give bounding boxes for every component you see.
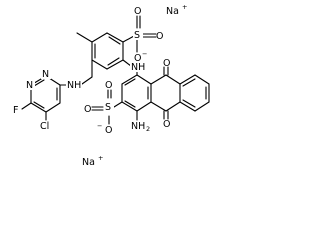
bond-double-inner [33,101,45,109]
bond-double-inner [124,78,136,86]
amino-label: NH [131,121,145,132]
amine-label: NH [67,80,81,91]
oxygen-label: O [105,125,112,136]
bond [165,74,181,85]
oxygen-label: O [134,53,141,64]
fluorine-label: F [13,105,18,116]
bond-double-inner [107,57,120,66]
bond [121,101,138,112]
sodium-ion-label: Na [166,6,179,17]
bond [136,101,152,112]
chemical-structure: Na + Na + S O O O − NH NH N N F Cl O O S… [13,3,210,168]
oxygen-label: O [105,80,112,91]
carbonyl-oxygen-label: O [163,58,170,69]
bonds [21,15,210,125]
bond-double-inner [108,36,121,45]
bond-double-inner [182,99,196,108]
bond [179,74,196,85]
sulfur-label: S [105,102,111,113]
bond [91,32,108,43]
amine-label: NH [131,62,145,73]
bond [194,101,210,112]
bond [150,101,167,112]
bond [150,74,167,85]
oxygen-label: O [84,104,91,115]
nitrogen-label: N [26,80,33,91]
bond [113,101,123,108]
bond [91,59,108,70]
bond-double-inner [33,79,45,87]
sodium-ion-label: Na [82,157,95,168]
chlorine-label: Cl [40,121,49,132]
negative-charge: − [97,122,102,130]
sodium-charge: + [98,154,103,162]
bond [21,102,32,110]
oxygen-label: O [156,31,163,42]
sulfur-label: S [134,30,140,41]
sodium-charge: + [182,3,187,11]
methyl-bond [76,32,93,43]
bond-double-inner [124,100,136,108]
bond [179,101,196,112]
oxygen-label: O [134,6,141,17]
carbonyl-oxygen-label: O [163,119,170,130]
bond [121,74,138,85]
bond [194,74,210,85]
bond [165,101,181,112]
bond [106,32,124,43]
bond-double-inner [182,78,196,87]
bond [81,76,93,85]
bond [45,102,61,113]
bond [30,102,47,113]
nitrogen-label: N [42,69,49,80]
negative-charge: − [142,50,147,58]
bond [136,74,152,85]
bond [122,35,135,43]
amino-subscript: 2 [146,125,150,133]
atom-labels: Na + Na + S O O O − NH NH N N F Cl O O S… [13,3,187,168]
bond [106,59,124,70]
bond [122,59,132,67]
